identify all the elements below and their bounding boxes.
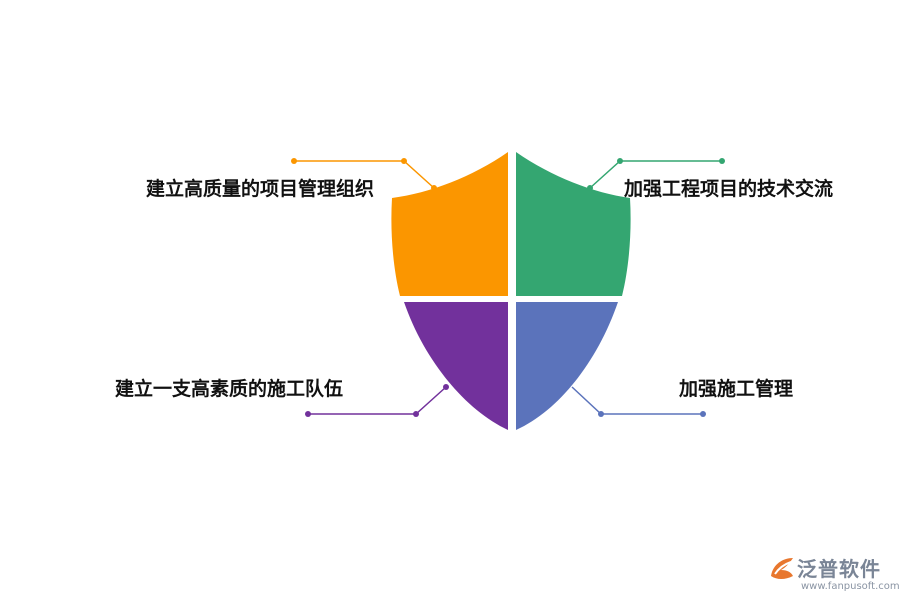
label-top-right: 加强工程项目的技术交流 [624, 178, 834, 200]
shield-quadrant-bottom-left [404, 302, 508, 430]
connector-bottom-right [571, 386, 706, 417]
label-bottom-right: 加强施工管理 [679, 378, 794, 400]
connector-bottom-left [305, 384, 449, 417]
connector-top-left [291, 158, 437, 191]
shield-quadrant-top-left [391, 152, 508, 296]
logo-url: www.fanpusoft.com [801, 581, 900, 592]
label-bottom-left: 建立一支高素质的施工队伍 [115, 378, 344, 400]
shield-quadrant-bottom-right [516, 302, 618, 430]
logo-name: 泛普软件 [797, 557, 881, 581]
brand-logo: 泛普软件 www.fanpusoft.com [767, 552, 900, 596]
shield-quadrant-top-right [516, 152, 631, 296]
logo-mark-icon [771, 558, 793, 579]
connector-top-right [587, 158, 725, 191]
label-top-left: 建立高质量的项目管理组织 [146, 178, 375, 200]
